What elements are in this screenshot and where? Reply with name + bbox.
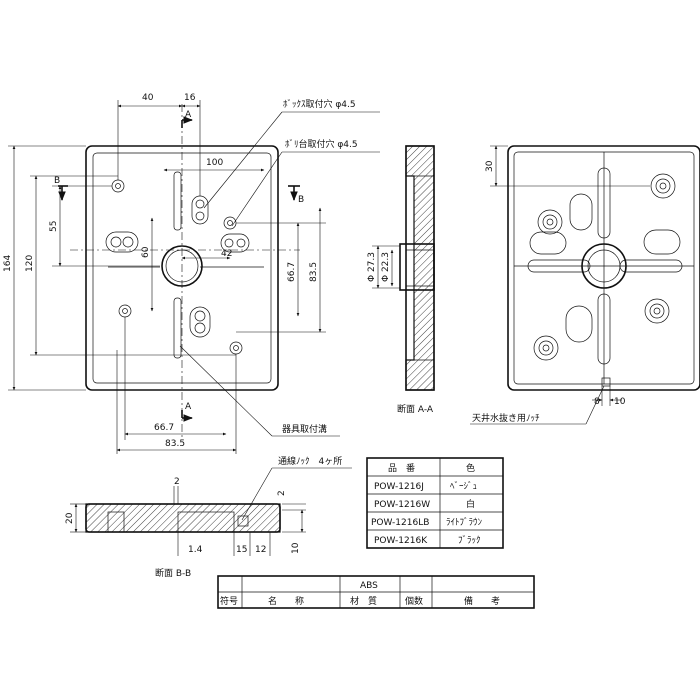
bb-dim-2-top: 2 — [174, 477, 180, 487]
front-left-dimensions: 164 120 55 60 — [3, 145, 236, 391]
back-dim-30: 30 — [485, 160, 495, 172]
section-aa: Φ 27.3 Φ 22.3 断面 A-A — [367, 145, 435, 415]
section-marks: A A B B — [54, 110, 304, 422]
dim-100: 100 — [206, 158, 223, 168]
bb-dim-12: 12 — [255, 545, 266, 555]
front-top-dimensions: 40 16 100 42 — [117, 93, 265, 260]
front-right-dimensions: 66.7 83.5 — [236, 207, 326, 333]
fixture-groove-top — [173, 171, 182, 231]
back-dim-10: 10 — [614, 397, 626, 407]
title-block-header-material: 材 質 — [350, 595, 377, 607]
dim-16: 16 — [184, 93, 196, 103]
title-block: ABS 符号 名 称 材 質 個数 備 考 — [217, 575, 535, 609]
bb-knockout-label: 通線ﾉｯｸ 4ヶ所 — [278, 455, 342, 467]
part-table-row-1-color: ﾍﾞｰｼﾞｭ — [450, 481, 477, 492]
bb-dim-2-right: 2 — [277, 490, 287, 496]
box-mount-holes — [105, 195, 250, 338]
back-bosses — [529, 173, 681, 361]
part-table-header-color: 色 — [466, 462, 475, 474]
dim-40: 40 — [142, 93, 154, 103]
part-table-row-4-color: ﾌﾞﾗｯｸ — [458, 535, 481, 546]
back-notch-label: 天井水抜き用ﾉｯﾁ — [472, 412, 540, 424]
aa-dim-27-3: Φ 27.3 — [367, 252, 377, 282]
bb-dim-20: 20 — [65, 512, 75, 524]
box-hole-label: ﾎﾞｯｸｽ取付穴 φ4.5 — [283, 98, 356, 110]
dim-42: 42 — [221, 249, 232, 259]
dim-66-7-right: 66.7 — [287, 262, 297, 282]
dim-120: 120 — [25, 255, 35, 272]
dim-66-7-bottom: 66.7 — [154, 423, 174, 433]
part-table-row-3-color: ﾗｲﾄﾌﾞﾗｳﾝ — [446, 517, 483, 528]
section-bb: 20 2 2 10 1.4 15 12 通線ﾉｯｸ 4ヶ所 断面 B-B — [65, 455, 352, 579]
aa-bushing — [399, 243, 435, 291]
part-table-header-no: 品 番 — [388, 462, 415, 474]
section-bb-title: 断面 B-B — [155, 567, 191, 579]
part-table-row-3-no: POW-1216LB — [371, 518, 429, 528]
part-table-row-2-color: 白 — [466, 498, 475, 510]
dim-83-5-bottom: 83.5 — [165, 439, 185, 449]
back-view: 30 8 10 天井水抜き用ﾉｯﾁ — [470, 145, 700, 425]
fixture-groove-label: 器具取付溝 — [282, 423, 327, 435]
fixture-groove-bottom — [173, 297, 182, 359]
front-leaders: ﾎﾞｯｸｽ取付穴 φ4.5 ﾎﾞﾘ台取付穴 φ4.5 器具取付溝 — [179, 98, 380, 437]
section-a-bottom-label: A — [185, 402, 192, 412]
front-bottom-dimensions: 66.7 83.5 — [116, 317, 237, 454]
front-outer-outline — [85, 145, 279, 391]
title-block-header-name: 名 称 — [268, 595, 304, 607]
dim-55: 55 — [49, 221, 59, 232]
title-block-header-symbol: 符号 — [220, 595, 238, 607]
base-hole-label: ﾎﾞﾘ台取付穴 φ4.5 — [285, 138, 358, 150]
front-view: A A B B 40 16 100 42 — [3, 93, 380, 454]
bb-dim-10: 10 — [291, 542, 301, 554]
section-a-top-label: A — [185, 110, 192, 120]
title-block-material: ABS — [360, 581, 378, 591]
part-table-row-4-no: POW-1216K — [374, 536, 428, 546]
back-center-knockout — [581, 243, 627, 289]
dim-83-5-right: 83.5 — [309, 262, 319, 282]
back-dim-8: 8 — [594, 397, 600, 407]
dim-164: 164 — [3, 255, 13, 272]
dim-60: 60 — [141, 246, 151, 258]
part-table-row-2-no: POW-1216W — [374, 500, 430, 510]
bb-dim-1-4: 1.4 — [188, 545, 203, 555]
section-b-left-label: B — [54, 176, 60, 186]
title-block-header-qty: 個数 — [405, 595, 423, 607]
aa-dim-22-3: Φ 22.3 — [381, 252, 391, 282]
title-block-header-remarks: 備 考 — [464, 595, 500, 607]
section-aa-title: 断面 A-A — [397, 403, 434, 415]
part-table-row-1-no: POW-1216J — [374, 482, 424, 492]
bb-dim-15: 15 — [236, 545, 247, 555]
section-b-right-label: B — [298, 195, 304, 205]
part-number-table: 品 番 色 POW-1216J ﾍﾞｰｼﾞｭ POW-1216W 白 POW-1… — [366, 457, 504, 549]
center-knockout — [161, 245, 203, 287]
